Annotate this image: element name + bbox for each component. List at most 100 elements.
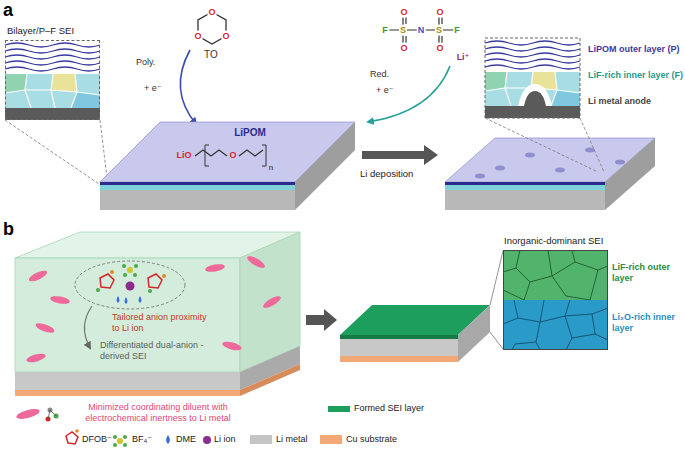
atom xyxy=(122,264,126,268)
li-deposit xyxy=(555,168,565,173)
process-arrow xyxy=(84,306,92,348)
reduction-arrow xyxy=(368,66,450,122)
grain-boundary xyxy=(503,300,608,350)
cu-substrate xyxy=(340,356,458,362)
text-label: O xyxy=(228,150,237,161)
diluent xyxy=(262,294,283,310)
zoom-leader xyxy=(5,120,108,186)
legend-text: BF₄⁻ xyxy=(132,434,152,445)
atom xyxy=(96,288,100,292)
li-deposit xyxy=(525,153,535,158)
li-metal xyxy=(15,372,240,390)
diluent-molecules xyxy=(25,254,282,364)
li-deposit xyxy=(475,174,485,179)
zoom-leader xyxy=(485,118,604,172)
legend-swatch xyxy=(320,435,342,444)
li-dendrite xyxy=(524,91,546,106)
bf4-sample xyxy=(117,438,123,444)
slab-side xyxy=(295,122,355,210)
diluent xyxy=(27,269,48,284)
bond xyxy=(385,14,457,46)
diluent xyxy=(50,295,71,305)
slab-side xyxy=(458,305,490,362)
void xyxy=(518,84,552,106)
atom xyxy=(123,435,127,439)
slab-side xyxy=(605,138,655,210)
diluent xyxy=(246,254,267,270)
grain-boundary xyxy=(503,250,608,300)
li-metal xyxy=(445,190,605,210)
text-label: O xyxy=(207,7,216,18)
inset-outline xyxy=(485,38,580,118)
dme xyxy=(117,296,120,303)
dme-sample xyxy=(166,435,170,444)
legend-text: Cu substrate xyxy=(346,434,397,445)
text-label: F xyxy=(453,25,461,36)
li-deposit xyxy=(615,160,625,165)
zoom-leader xyxy=(490,251,503,349)
text-label: O xyxy=(435,43,444,54)
legend-text: Li metal xyxy=(276,434,308,445)
atom xyxy=(113,443,117,447)
inset-heading: Bilayer/P–F SEI xyxy=(7,25,74,36)
legend-text: Formed SEI layer xyxy=(354,403,424,414)
dme xyxy=(125,297,128,304)
text-label: LiPOM outer layer (P) xyxy=(588,44,683,55)
process-arrow xyxy=(362,145,438,165)
li-deposit xyxy=(495,166,505,171)
atom xyxy=(134,264,138,268)
text-label: O xyxy=(221,31,230,42)
legend-swatch xyxy=(250,435,272,444)
bond xyxy=(48,410,56,419)
dme xyxy=(139,296,142,303)
text-label: Red. xyxy=(370,69,389,80)
diluent xyxy=(25,352,46,364)
legend-text: DFOB⁻ xyxy=(82,434,112,445)
text-label: Differentiated dual-anion -derived SEI xyxy=(100,340,224,362)
dfob-sample xyxy=(66,432,78,444)
li-ion xyxy=(126,282,135,291)
electrolyte-front xyxy=(15,258,240,372)
polymer-layer xyxy=(445,182,605,185)
bracket xyxy=(205,145,266,166)
diluent xyxy=(34,321,55,334)
atom xyxy=(123,443,127,447)
text-label: O xyxy=(435,7,444,18)
text-label: O xyxy=(399,7,408,18)
text-label: S xyxy=(435,25,443,36)
inset-heading: Inorganic-dominant SEI xyxy=(504,235,603,246)
text-label: LiPOM xyxy=(234,127,266,139)
legend-text: Li ion xyxy=(214,434,236,445)
atom xyxy=(110,270,114,274)
atom xyxy=(162,274,166,278)
text-label: Li⁺ xyxy=(457,52,470,63)
text-label: n xyxy=(269,163,273,173)
li-metal xyxy=(100,190,295,210)
text-label: TO xyxy=(204,49,218,61)
li2o-inner-layer xyxy=(503,300,608,350)
bond xyxy=(239,150,263,156)
left-inset-art xyxy=(5,40,100,120)
lif-layer xyxy=(100,185,295,190)
text-label: b xyxy=(3,219,14,241)
legend-text: DME xyxy=(176,434,196,445)
poly-arrow xyxy=(180,50,196,124)
text-label: Li₂O-rich inner layer xyxy=(612,312,682,334)
zoom-inset: Bilayer/P–F SEI xyxy=(5,40,100,120)
legend-swatch xyxy=(203,436,211,444)
cu-substrate-side xyxy=(240,364,300,396)
solvation-sheath xyxy=(75,261,185,309)
zoom-inset: Inorganic-dominant SEI xyxy=(503,250,608,350)
text-label: LiO xyxy=(176,150,193,161)
process-arrow xyxy=(306,309,337,331)
text-label: F xyxy=(381,25,389,36)
li-deposit xyxy=(585,148,595,153)
cu-substrate xyxy=(15,390,240,396)
li-metal xyxy=(340,339,458,356)
text-label: LiF-rich inner layer (F) xyxy=(588,70,683,81)
atom xyxy=(133,273,137,277)
legend-swatch xyxy=(328,406,350,412)
polymer-layer xyxy=(100,182,295,185)
right-inset-art xyxy=(485,38,580,118)
